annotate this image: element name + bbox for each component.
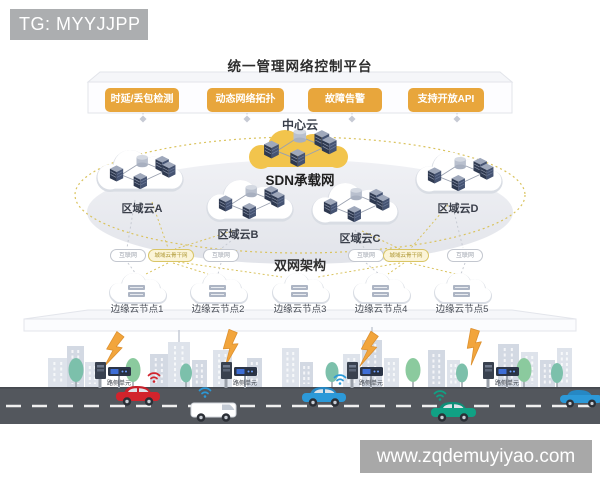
feature-latency-detection: 时延/丢包检测 (105, 88, 179, 112)
center-cloud-shape (249, 129, 348, 169)
region-cloud-a-label: 区域云A (121, 203, 163, 215)
internet-pill: 互联网 (348, 249, 384, 262)
rsu-label: 路侧单元 (358, 381, 383, 387)
page-title: 统一管理网络控制平台 (227, 59, 373, 74)
backbone-dashed-links (145, 201, 457, 278)
feature-fault-alarm: 故障告警 (308, 88, 382, 112)
edge-cloud-3 (271, 272, 331, 305)
edge-platform-slab (23, 309, 577, 332)
dual-network-label: 双网架构 (273, 258, 326, 273)
sdn-network-ellipse (87, 160, 513, 264)
center-cloud-label: 中心云 (281, 118, 318, 132)
feature-dynamic-topology: 动态网络拓扑 (207, 88, 284, 112)
region-cloud-d (415, 152, 503, 194)
internet-pill: 互联网 (447, 249, 483, 262)
watermark-bottom-right: www.zqdemuyiyao.com (360, 440, 592, 473)
edge-cloud-4 (352, 272, 412, 305)
platform-connector-diamonds (139, 113, 461, 123)
edge-node-4-label: 边缘云节点4 (354, 304, 408, 315)
backbone-pill: 城域云骨干网 (383, 249, 429, 262)
edge-cloud-1 (108, 272, 168, 305)
edge-node-1-label: 边缘云节点1 (110, 304, 164, 315)
lightning-icon (463, 326, 486, 366)
green-car-icon (431, 402, 476, 422)
rsu-label: 路侧单元 (494, 381, 519, 387)
edge-node-5-label: 边缘云节点5 (435, 304, 489, 315)
rsu-label: 路侧单元 (106, 381, 131, 387)
edge-cloud-2 (189, 272, 249, 305)
blue-car-icon (302, 387, 346, 407)
white-van-icon (190, 402, 237, 422)
edge-blue-car-icon (560, 390, 600, 408)
edge-node-3-label: 边缘云节点3 (273, 304, 327, 315)
edge-node-2-label: 边缘云节点2 (191, 304, 245, 315)
internet-pill: 互联网 (203, 249, 239, 262)
rsu-label: 路侧单元 (232, 381, 257, 387)
lightning-icon (103, 329, 126, 369)
red-car-icon (116, 386, 160, 406)
watermark-top-left: TG: MYYJJPP (10, 9, 148, 40)
edge-cloud-5 (433, 272, 493, 305)
feature-open-api: 支持开放API (408, 88, 484, 112)
region-cloud-b-label: 区域云B (217, 229, 259, 241)
sdn-network-label: SDN承载网 (265, 173, 335, 188)
road (0, 386, 600, 424)
backbone-pill: 城域云骨干网 (148, 249, 194, 262)
region-cloud-a (96, 150, 184, 192)
region-cloud-d-label: 区域云D (437, 203, 479, 215)
internet-pill: 互联网 (110, 249, 146, 262)
region-cloud-c-label: 区域云C (339, 233, 381, 245)
internet-dashed-links (126, 199, 466, 275)
